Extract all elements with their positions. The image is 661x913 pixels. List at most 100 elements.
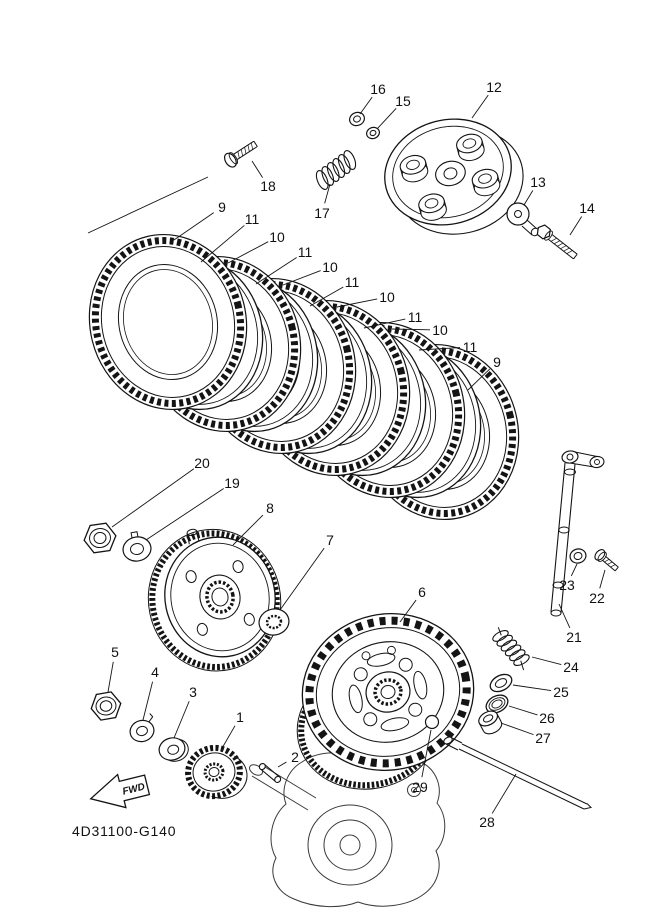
callout-14: 14 (579, 200, 595, 216)
callout-leader-13 (523, 190, 534, 206)
callout-27: 27 (535, 730, 551, 746)
gear-lock-washer (129, 713, 155, 743)
washer-ring (489, 673, 513, 693)
gear-nut (90, 691, 122, 721)
conical-washer (158, 737, 189, 762)
callout-leader-22 (599, 569, 606, 589)
callout-leader-25 (512, 684, 552, 692)
callout-leader-24 (531, 656, 562, 665)
collar (478, 710, 503, 735)
callout-8: 8 (266, 500, 274, 516)
callout-17: 17 (314, 205, 330, 221)
lock-washer (122, 531, 152, 562)
callout-11: 11 (345, 274, 360, 290)
callout-4: 4 (151, 664, 159, 680)
push-plate (506, 202, 540, 237)
callout-6: 6 (418, 584, 426, 600)
callout-25: 25 (553, 684, 569, 700)
callout-leader-5 (107, 661, 114, 693)
plain-washer-15 (366, 126, 380, 140)
callout-leader-3 (173, 701, 190, 739)
callout-7: 7 (326, 532, 334, 548)
callout-leader-11 (255, 257, 297, 285)
callout-leader-4 (142, 681, 154, 721)
callout-leader-26 (508, 705, 538, 716)
callout-leader-11 (418, 347, 461, 351)
callout-leader-1 (220, 725, 236, 751)
callout-leader-20 (111, 468, 195, 528)
callout-20: 20 (194, 455, 210, 471)
pressure-plate-bolt (223, 140, 258, 168)
callout-leader-18 (251, 160, 263, 178)
callout-10: 10 (432, 322, 448, 338)
callout-22: 22 (589, 590, 605, 606)
clutch-boss (147, 528, 282, 672)
callout-leader-8 (232, 514, 264, 546)
alignment-line (87, 176, 209, 234)
callout-leader-11 (200, 225, 245, 263)
spring-post (399, 154, 429, 183)
lever-bolt (594, 549, 619, 572)
callout-leader-17 (324, 183, 331, 204)
callout-10: 10 (269, 229, 285, 245)
callout-12: 12 (486, 79, 502, 95)
oil-seal (485, 694, 509, 714)
callout-leader-2 (277, 761, 287, 768)
clutch-plate-stack (71, 218, 537, 537)
callout-21: 21 (566, 629, 582, 645)
callout-11: 11 (408, 309, 423, 325)
callout-leader-28 (491, 773, 517, 814)
spring-post (418, 193, 447, 221)
callout-15: 15 (395, 93, 411, 109)
callout-leader-23 (570, 563, 578, 577)
callout-leader-12 (471, 94, 489, 119)
clutch-basket (296, 612, 475, 790)
callout-leader-11 (309, 286, 344, 307)
callout-leader-29 (421, 729, 432, 778)
callout-leader-10 (282, 270, 321, 286)
fwd-arrow: FWD (89, 773, 151, 809)
push-rod-ball (424, 714, 440, 730)
callout-18: 18 (260, 178, 276, 194)
callout-leader-27 (500, 722, 534, 736)
clutch-spring (315, 150, 357, 190)
callout-leader-14 (569, 216, 583, 236)
callout-29: 29 (412, 779, 428, 795)
callout-11: 11 (298, 244, 313, 260)
callout-leader-19 (145, 488, 224, 541)
callout-leader-10 (227, 241, 269, 264)
callout-leader-9 (467, 368, 491, 391)
pressure-plate (384, 118, 524, 235)
callout-24: 24 (563, 659, 579, 675)
callout-leader-16 (359, 96, 373, 115)
push-rod (443, 736, 593, 810)
callout-11: 11 (463, 339, 478, 355)
boss-washer (258, 608, 290, 636)
callout-19: 19 (224, 475, 240, 491)
lever-washer (569, 548, 587, 564)
adjuster-bolt (536, 224, 578, 260)
dowel-pin (258, 762, 282, 784)
callout-9: 9 (218, 199, 226, 215)
callout-1: 1 (236, 709, 244, 725)
callouts-layer: 1615121817131491110111011101110119201987… (107, 79, 606, 830)
callout-3: 3 (189, 684, 197, 700)
callout-leader-21 (558, 603, 571, 629)
boss-nut (83, 522, 117, 554)
spring-washer-16 (349, 111, 365, 127)
callout-10: 10 (379, 289, 395, 305)
callout-leader-11 (363, 318, 406, 329)
callout-13: 13 (530, 174, 546, 190)
callout-28: 28 (479, 814, 495, 830)
callout-leader-9 (173, 212, 215, 241)
spring-post (471, 168, 501, 197)
callout-11: 11 (245, 211, 260, 227)
callout-23: 23 (559, 577, 575, 593)
callout-leader-7 (279, 547, 325, 611)
callout-leader-10 (336, 298, 378, 308)
fwd-label: FWD (121, 782, 146, 798)
spring-post (456, 133, 485, 162)
callout-10: 10 (322, 259, 338, 275)
push-lever-shaft (550, 450, 605, 617)
